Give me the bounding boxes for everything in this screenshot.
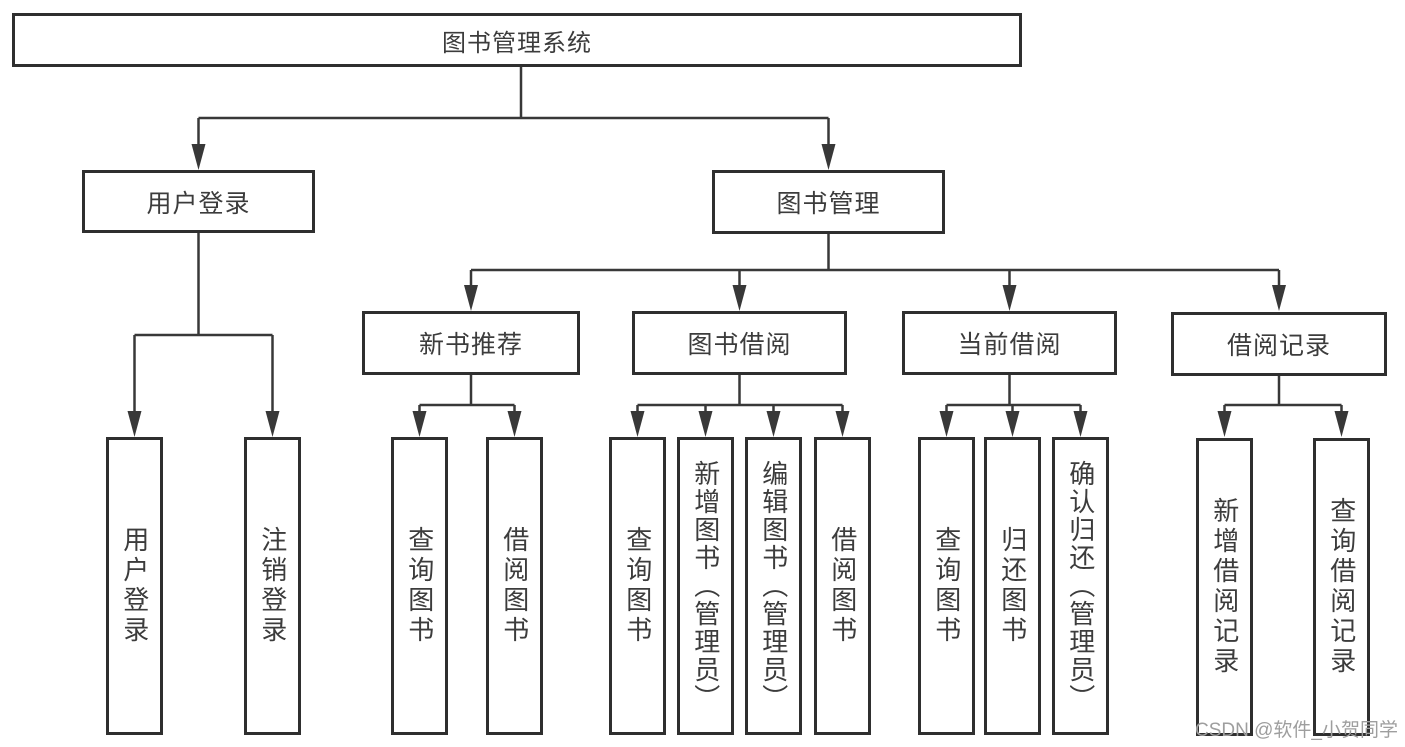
leaf-records-add-record: 新增借阅记录	[1196, 438, 1253, 736]
leaf-records-query-record: 查询借阅记录	[1313, 438, 1370, 736]
leaf-current-return-books: 归还图书	[984, 437, 1041, 735]
leaf-current-confirm-return-admin: 确认归还（管理员）	[1052, 437, 1109, 735]
node-book-management: 图书管理	[712, 170, 945, 234]
node-book-borrow: 图书借阅	[632, 311, 847, 375]
leaf-logout: 注销登录	[244, 437, 301, 735]
connector-edges	[133, 67, 1343, 413]
node-user-login: 用户登录	[82, 170, 315, 233]
leaf-borrow-edit-books-admin: 编辑图书（管理员）	[745, 437, 802, 735]
node-library-management-system: 图书管理系统	[12, 13, 1022, 67]
leaf-current-query-books: 查询图书	[918, 437, 975, 735]
leaf-borrow-query-books: 查询图书	[609, 437, 666, 735]
leaf-user-login: 用户登录	[106, 437, 163, 735]
leaf-borrow-add-books-admin: 新增图书（管理员）	[677, 437, 734, 735]
leaf-recommend-borrow-books: 借阅图书	[486, 437, 543, 735]
node-new-book-recommend: 新书推荐	[362, 311, 580, 375]
node-borrow-records: 借阅记录	[1171, 312, 1387, 376]
leaf-borrow-borrow-books: 借阅图书	[814, 437, 871, 735]
node-current-borrow: 当前借阅	[902, 311, 1117, 375]
watermark: CSDN @软件_小贺同学	[1195, 720, 1398, 741]
arrowhead-icons	[127, 144, 1349, 437]
leaf-recommend-query-books: 查询图书	[391, 437, 448, 735]
